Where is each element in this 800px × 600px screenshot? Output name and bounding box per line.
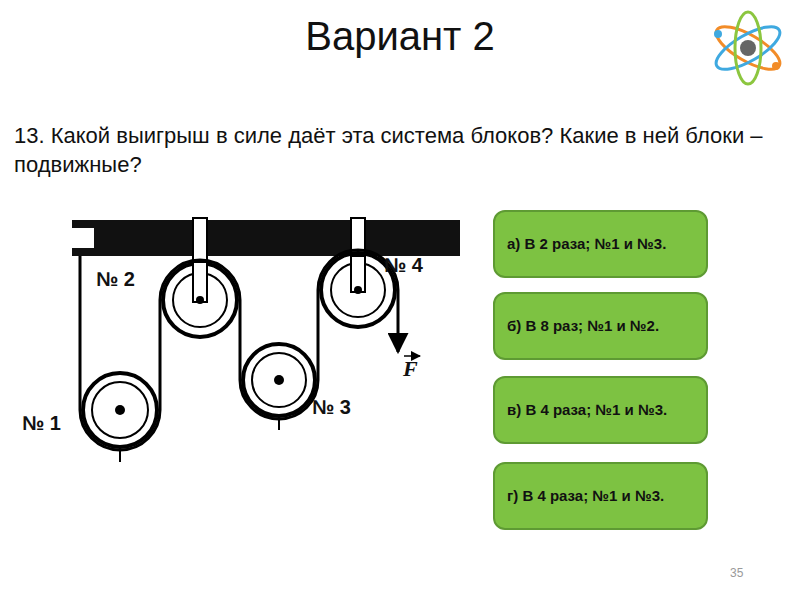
answer-text: б) В 8 раз; №1 и №2. bbox=[507, 316, 659, 336]
answer-text: г) В 4 раза; №1 и №3. bbox=[507, 486, 664, 506]
callout-number: № 3 bbox=[312, 396, 368, 419]
answer-option: в) В 4 раза; №1 и №3. bbox=[493, 376, 708, 444]
question-text: 13. Какой выигрыш в силе даёт эта систем… bbox=[14, 122, 794, 179]
answer-option: а) В 2 раза; №1 и №3. bbox=[493, 210, 708, 278]
page-number: 35 bbox=[730, 566, 770, 580]
callout-number: № 1 bbox=[22, 412, 78, 435]
answer-text: в) В 4 раза; №1 и №3. bbox=[507, 400, 667, 420]
answer-option: г) В 4 раза; №1 и №3. bbox=[493, 462, 708, 530]
answer-text: а) В 2 раза; №1 и №3. bbox=[507, 234, 666, 254]
slide-title: Вариант 2 bbox=[0, 14, 800, 59]
callout-number: № 4 bbox=[384, 254, 444, 277]
callout-number: № 2 bbox=[96, 268, 156, 291]
answer-option: б) В 8 раз; №1 и №2. bbox=[493, 292, 708, 360]
force-label: F bbox=[403, 356, 429, 382]
